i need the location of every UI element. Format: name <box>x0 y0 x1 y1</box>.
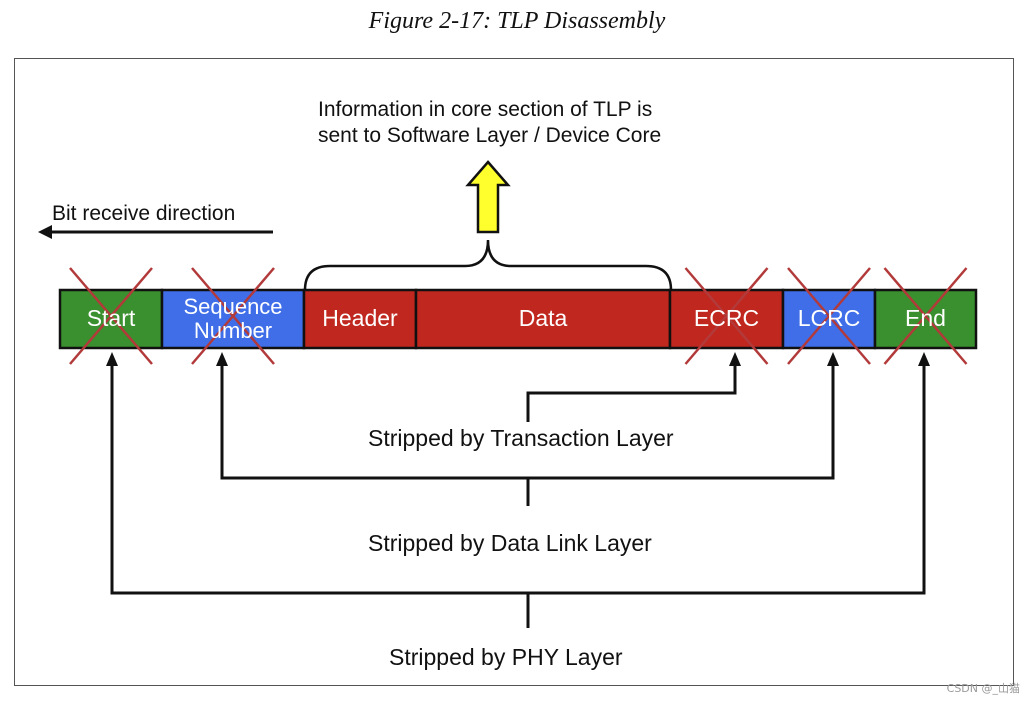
transaction-layer-label: Stripped by Transaction Layer <box>368 425 674 451</box>
strip-cross-lcrc-1 <box>787 267 871 365</box>
datalink-connector <box>220 362 835 480</box>
segment-label-start: Start <box>86 305 136 332</box>
segment-label-ecrc: ECRC <box>693 305 760 332</box>
figure-caption: Figure 2-17: TLP Disassembly <box>368 8 666 34</box>
info-text-line2: sent to Software Layer / Device Core <box>318 124 662 147</box>
segment-label-lcrc: LCRC <box>797 305 861 332</box>
datalink-arrowhead-left <box>216 352 228 366</box>
phy-arrowhead-left <box>106 352 118 366</box>
segment-label-end: End <box>905 305 946 332</box>
diagram-frame <box>14 58 1014 686</box>
data-link-layer-label: Stripped by Data Link Layer <box>368 530 652 556</box>
segment-end <box>873 288 978 350</box>
core-brace <box>303 239 673 291</box>
strip-marks <box>69 267 968 365</box>
strip-cross-ecrc-1 <box>684 267 769 365</box>
segment-data <box>414 288 672 350</box>
segment-ecrc <box>668 288 785 350</box>
direction-arrowhead <box>38 225 52 239</box>
segment-header <box>302 288 418 350</box>
phy-arrowhead-right <box>918 352 930 366</box>
strip-cross-sequence-number-1 <box>191 267 275 365</box>
bit-direction-label: Bit receive direction <box>52 202 236 225</box>
segment-label-sequence-number: Sequence Number <box>183 293 283 343</box>
phy-connector <box>110 362 926 595</box>
transaction-connector <box>526 362 737 422</box>
watermark: CSDN @_山猫 <box>946 682 1020 695</box>
segment-sequence-number <box>160 288 306 350</box>
phy-layer-label: Stripped by PHY Layer <box>389 644 623 670</box>
info-text-line1: Information in core section of TLP is <box>318 98 653 121</box>
segment-label-data: Data <box>518 305 568 332</box>
segment-lcrc <box>781 288 877 350</box>
tlp-packet <box>58 288 978 350</box>
datalink-arrowhead-right <box>827 352 839 366</box>
core-up-arrow <box>465 160 511 234</box>
strip-cross-end-1 <box>883 267 968 365</box>
segment-label-header: Header <box>322 305 398 332</box>
strip-cross-start-1 <box>69 267 153 365</box>
transaction-arrowhead <box>729 352 741 366</box>
